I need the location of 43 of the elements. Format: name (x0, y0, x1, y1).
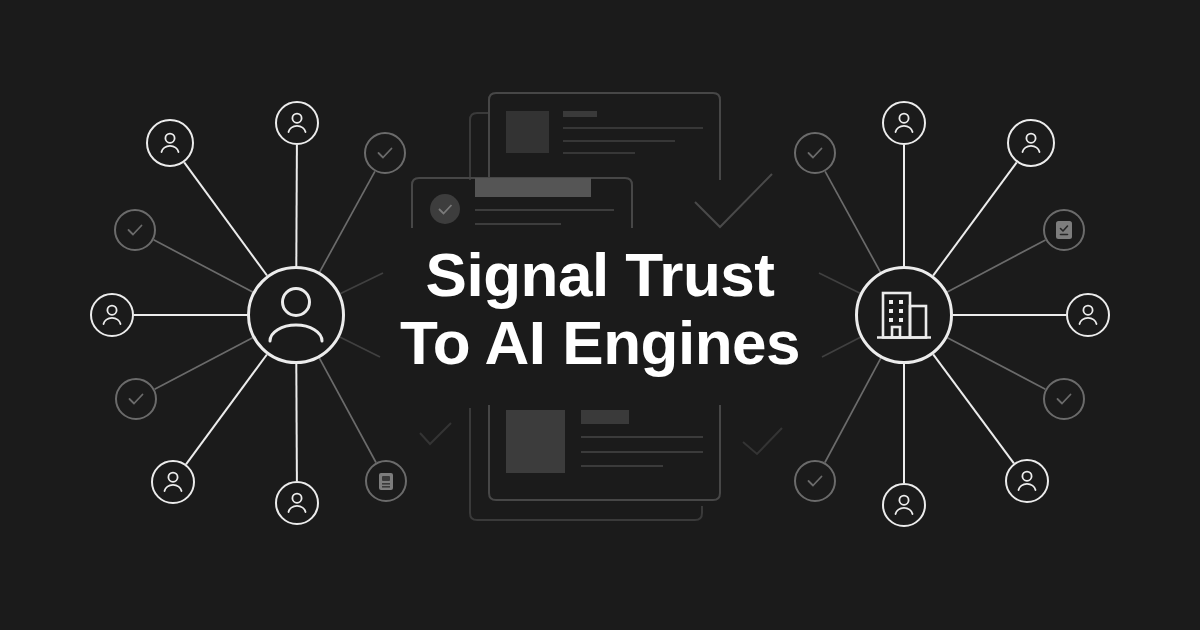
connector-line (133, 314, 248, 316)
connector-line (818, 272, 861, 295)
connector-line (318, 170, 376, 273)
node-circle (1007, 119, 1055, 167)
connector-line (821, 336, 862, 358)
node-circle (1043, 209, 1085, 251)
connector-line (946, 336, 1047, 391)
connector-line (946, 239, 1047, 293)
connector-line (932, 353, 1015, 465)
connector-line (338, 336, 381, 358)
node-circle (1043, 378, 1085, 420)
connector-line (183, 161, 268, 277)
title: Signal Trust To AI Engines (399, 241, 801, 377)
node-circle (1005, 459, 1049, 503)
node-circle (115, 378, 157, 420)
hub-circle (855, 266, 953, 364)
node-circle (275, 101, 319, 145)
connector-line (153, 336, 254, 391)
connector-line (952, 314, 1067, 316)
node-circle (1066, 293, 1110, 337)
connector-line (903, 144, 905, 267)
connector-line (318, 357, 377, 464)
node-circle (146, 119, 194, 167)
node-circle (275, 481, 319, 525)
connector-line (824, 357, 882, 464)
connector-line (295, 363, 298, 482)
node-circle (114, 209, 156, 251)
connector-line (185, 353, 268, 466)
node-circle (794, 460, 836, 502)
node-circle (882, 483, 926, 527)
node-circle (90, 293, 134, 337)
node-circle (882, 101, 926, 145)
connector-line (824, 170, 882, 273)
connector-line (295, 144, 298, 267)
hub-circle (247, 266, 345, 364)
connector-line (932, 161, 1018, 277)
node-circle (364, 132, 406, 174)
node-circle (365, 460, 407, 502)
connector-line (903, 363, 905, 484)
connector-line (339, 272, 384, 295)
node-circle (794, 132, 836, 174)
connector-line (152, 238, 254, 293)
node-circle (151, 460, 195, 504)
